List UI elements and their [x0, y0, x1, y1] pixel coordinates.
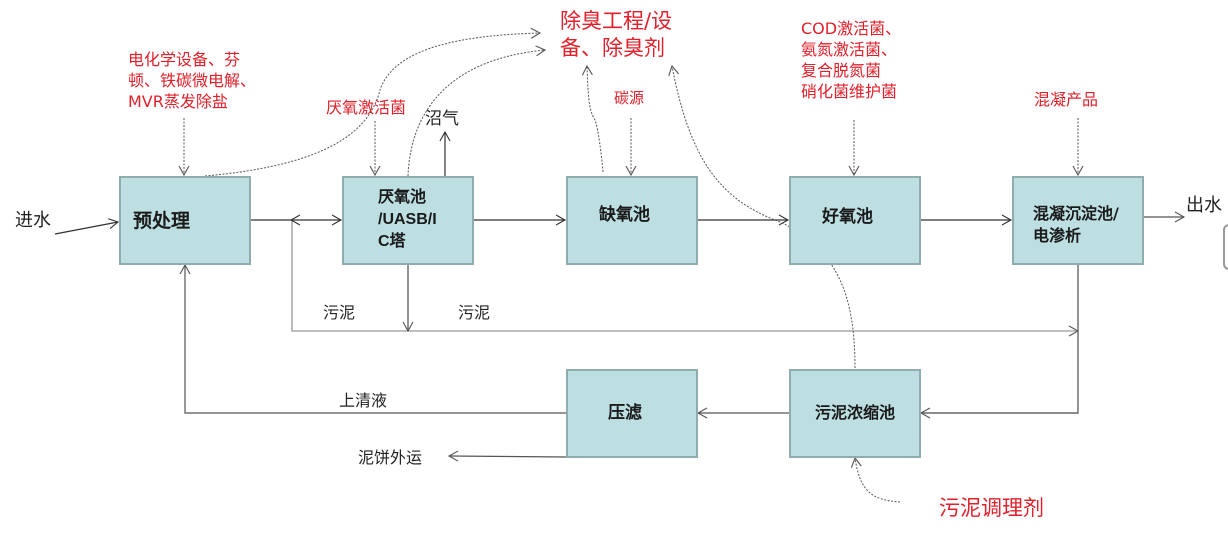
annotation-carbon-source: 碳源: [614, 89, 645, 107]
box-anaerobic: 厌氧池 /UASB/I C塔: [342, 176, 474, 265]
annotation-coagulation-products: 混凝产品: [1034, 90, 1099, 109]
conditioner-curve: [850, 456, 901, 503]
cake-out-arrow: [447, 450, 567, 462]
offscreen-panel-edge: [1223, 224, 1228, 270]
box-aerobic-label: 好氧池: [822, 207, 873, 227]
sludge-return-line: [291, 220, 1078, 332]
box-coagulation-label: 混凝沉淀池/ 电渗析: [1033, 204, 1119, 245]
odor-curve-anoxic: [581, 64, 604, 173]
annotation-deodorization: 除臭工程/设 备、除臭剂: [560, 9, 673, 60]
label-outlet: 出水: [1186, 195, 1222, 216]
box-pretreatment-label: 预处理: [133, 210, 191, 232]
odor-curve-pretreatment: [204, 27, 542, 177]
coagulation-to-thickener-line: [919, 264, 1079, 419]
label-sludge-2: 污泥: [458, 303, 491, 322]
annotation-aerobic-bacteria: COD激活菌、 氨氮激活菌、 复合脱氮菌 硝化菌维护菌: [801, 19, 902, 101]
box-filter-press: 压滤: [566, 369, 698, 458]
annotation-sludge-conditioner: 污泥调理剂: [939, 496, 1044, 520]
odor-curve-anaerobic: [407, 45, 547, 177]
box-anoxic: 缺氧池: [566, 176, 698, 265]
box-aerobic: 好氧池: [789, 176, 921, 265]
label-supernatant: 上清液: [339, 391, 388, 410]
supernatant-return-line: [179, 263, 566, 414]
box-filter-press-label: 压滤: [608, 403, 642, 423]
box-anaerobic-label: 厌氧池 /UASB/I C塔: [378, 189, 437, 250]
box-anoxic-label: 缺氧池: [599, 205, 650, 225]
box-sludge-thickener: 污泥浓缩池: [789, 369, 921, 458]
label-cake-out: 泥饼外运: [358, 448, 423, 467]
annotation-pretreatment-products: 电化学设备、芬 顿、铁碳微电解、 MVR蒸发除盐: [128, 50, 257, 111]
box-pretreatment: 预处理: [119, 176, 251, 265]
inlet-arrow: [54, 218, 120, 235]
label-sludge-1: 污泥: [323, 303, 356, 322]
odor-curve-thickener: [668, 64, 856, 369]
annotation-anaerobic-bacteria: 厌氧激活菌: [326, 98, 407, 117]
label-biogas: 沼气: [425, 109, 459, 129]
box-sludge-thickener-label: 污泥浓缩池: [815, 403, 896, 422]
label-inlet: 进水: [15, 210, 51, 231]
box-coagulation: 混凝沉淀池/ 电渗析: [1012, 176, 1144, 265]
